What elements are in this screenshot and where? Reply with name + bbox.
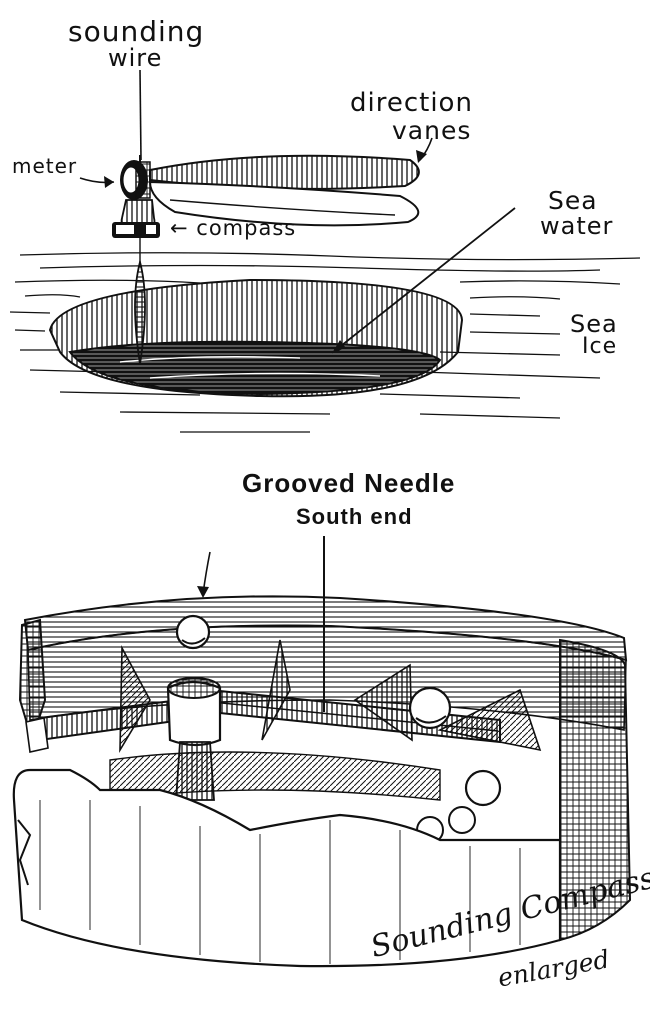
compass-housing bbox=[112, 199, 160, 238]
sea-surface-lines bbox=[9, 252, 641, 433]
sounding-wire-label-line2: wire bbox=[108, 44, 163, 72]
meter-instrument bbox=[120, 155, 151, 200]
grooved-needle-label-line2: South end bbox=[296, 504, 413, 529]
top-scene bbox=[9, 69, 641, 433]
compass-drum-front bbox=[12, 768, 562, 968]
sea-ice-label-line2: Ice bbox=[582, 334, 618, 359]
meter-label: meter bbox=[12, 154, 78, 178]
sounding-wire bbox=[139, 69, 142, 161]
compass-enlarged bbox=[12, 536, 632, 968]
sea-water-label-line2: water bbox=[540, 212, 614, 240]
ice-hole-water bbox=[68, 340, 442, 396]
compass-label: ← compass bbox=[170, 216, 297, 240]
direction-vanes-label-line1: direction bbox=[350, 88, 473, 118]
sounding-wire-label-line1: sounding bbox=[68, 15, 205, 48]
direction-vanes-label-line2: vanes bbox=[392, 116, 472, 145]
ball-arrow bbox=[197, 551, 211, 598]
direction-vanes bbox=[148, 154, 420, 227]
grooved-needle-label-line1: Grooved Needle bbox=[242, 468, 456, 498]
sea-ice-label-line1: Sea bbox=[570, 310, 618, 338]
sea-water-pointer bbox=[331, 207, 516, 354]
sounding-weight bbox=[134, 258, 146, 365]
sea-water-label-line1: Sea bbox=[548, 186, 598, 215]
